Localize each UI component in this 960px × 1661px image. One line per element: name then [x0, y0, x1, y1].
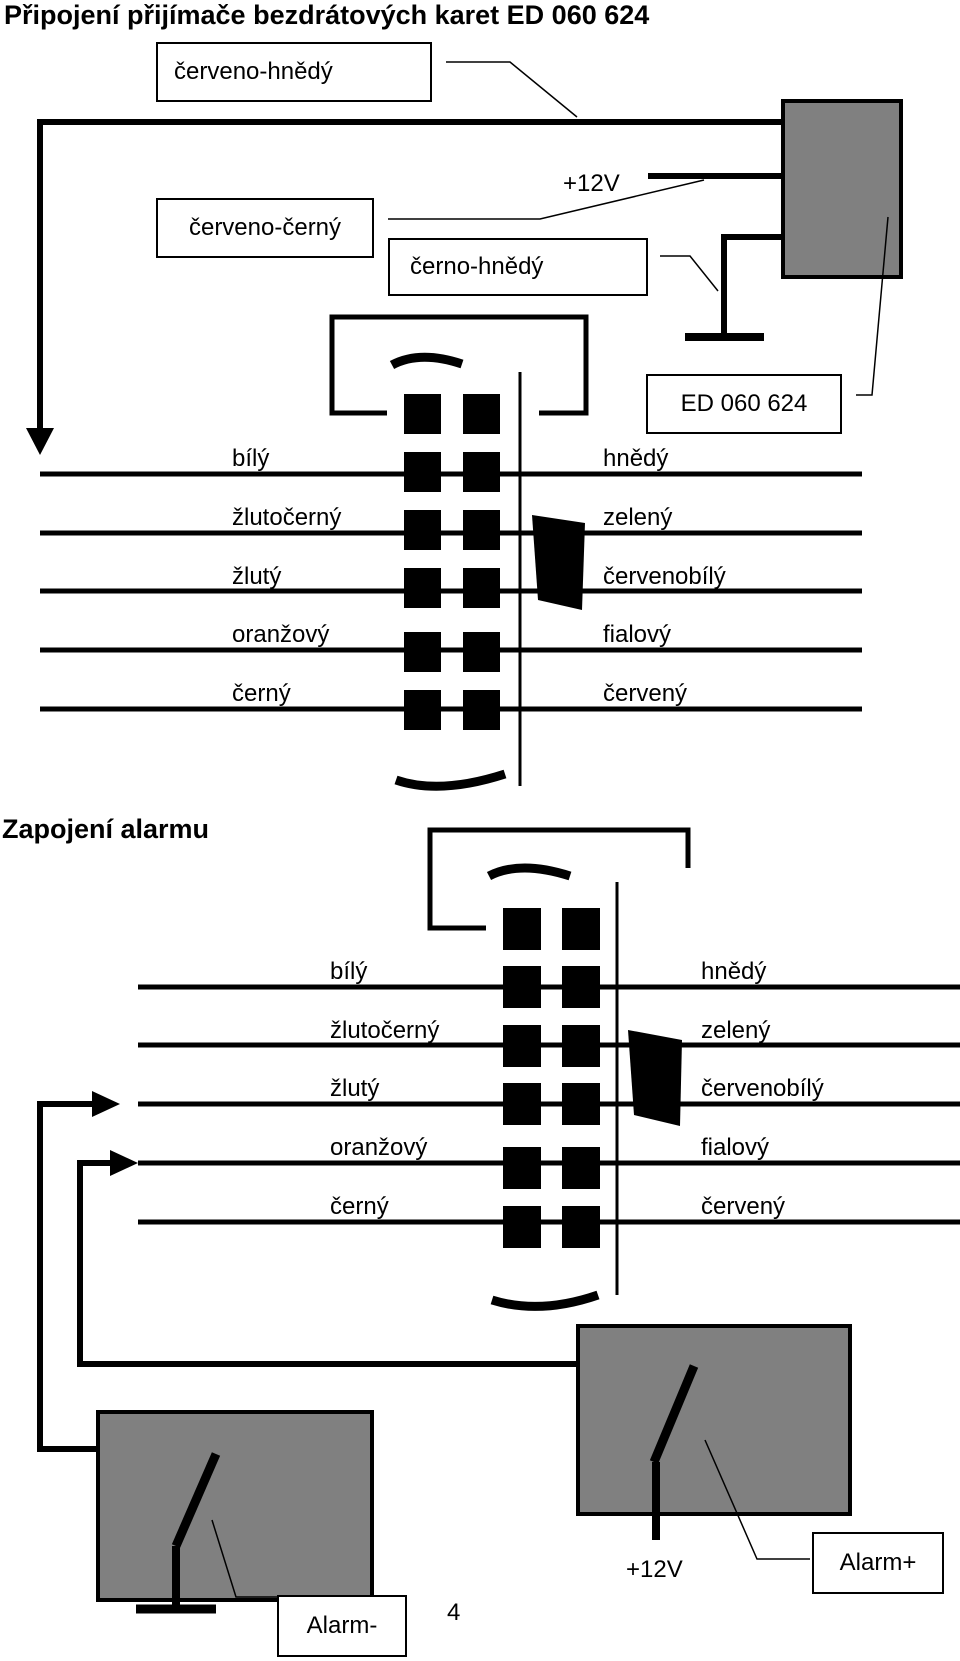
leader-line: [211, 1519, 277, 1598]
wire-alarm-plus: [77, 1160, 578, 1367]
connector-top: [329, 314, 589, 797]
label-plus12-receiver: +12V: [563, 170, 620, 197]
wire-label-left: žlutý: [232, 563, 282, 590]
wire-label-right: fialový: [603, 621, 672, 648]
wire-label-left: bílý: [232, 445, 270, 472]
wire-label-left: žlutočerný: [330, 1017, 440, 1044]
alarm-plus-device: [576, 1324, 852, 1516]
arrow-right-icon: [110, 1150, 138, 1176]
leader-line: [660, 255, 719, 292]
wire-label-right: hnědý: [701, 958, 767, 985]
arrow-down-icon: [26, 428, 54, 455]
wire-label-left: černý: [232, 680, 291, 707]
alarm-minus-device: [96, 1410, 374, 1602]
switch-icon: [649, 1364, 699, 1464]
wire-label-right: zelený: [701, 1017, 771, 1044]
wire-red-brown: [37, 119, 783, 438]
wire-label-left: oranžový: [232, 621, 330, 648]
wire-label-right: červenobílý: [603, 563, 726, 590]
label-box-alarm-minus: Alarm-: [277, 1595, 407, 1657]
section-title-alarm: Zapojení alarmu: [2, 814, 210, 844]
wire-label-left: žlutočerný: [232, 504, 342, 531]
label-box-red-black: červeno-černý: [156, 198, 374, 258]
arrow-right-icon: [92, 1091, 120, 1117]
leader-line: [856, 216, 889, 396]
switch-icon: [171, 1452, 221, 1548]
wire-label-right: červenobílý: [701, 1075, 824, 1102]
label-box-red-brown: červeno-hnědý: [156, 42, 432, 102]
page-number: 4: [447, 1599, 461, 1626]
wire-label-right: zelený: [603, 504, 673, 531]
wires-top: [40, 471, 862, 712]
wire-label-left: oranžový: [330, 1134, 428, 1161]
wire-label-left: černý: [330, 1193, 389, 1220]
label-box-black-brown: černo-hnědý: [388, 238, 648, 296]
receiver-unit: [781, 99, 903, 279]
wire-label-left: žlutý: [330, 1075, 380, 1102]
page-title: Připojení přijímače bezdrátových karet E…: [4, 0, 650, 30]
wires-bottom: [138, 984, 960, 1225]
wire-label-right: červený: [603, 680, 688, 707]
wire-black-brown: [721, 234, 783, 337]
label-box-alarm-plus: Alarm+: [812, 1532, 944, 1594]
wire-label-left: bílý: [330, 958, 368, 985]
label-plus12-alarm: +12V: [626, 1556, 683, 1583]
leader-line: [446, 61, 578, 118]
leader-line: [704, 1439, 810, 1560]
wire-label-right: hnědý: [603, 445, 669, 472]
leader-line: [388, 179, 705, 220]
device-model-box: ED 060 624: [646, 374, 842, 434]
connector-bottom: [427, 827, 708, 1320]
wire-alarm-minus: [37, 1101, 174, 1452]
wire-label-right: fialový: [701, 1134, 770, 1161]
wire-label-right: červený: [701, 1193, 786, 1220]
